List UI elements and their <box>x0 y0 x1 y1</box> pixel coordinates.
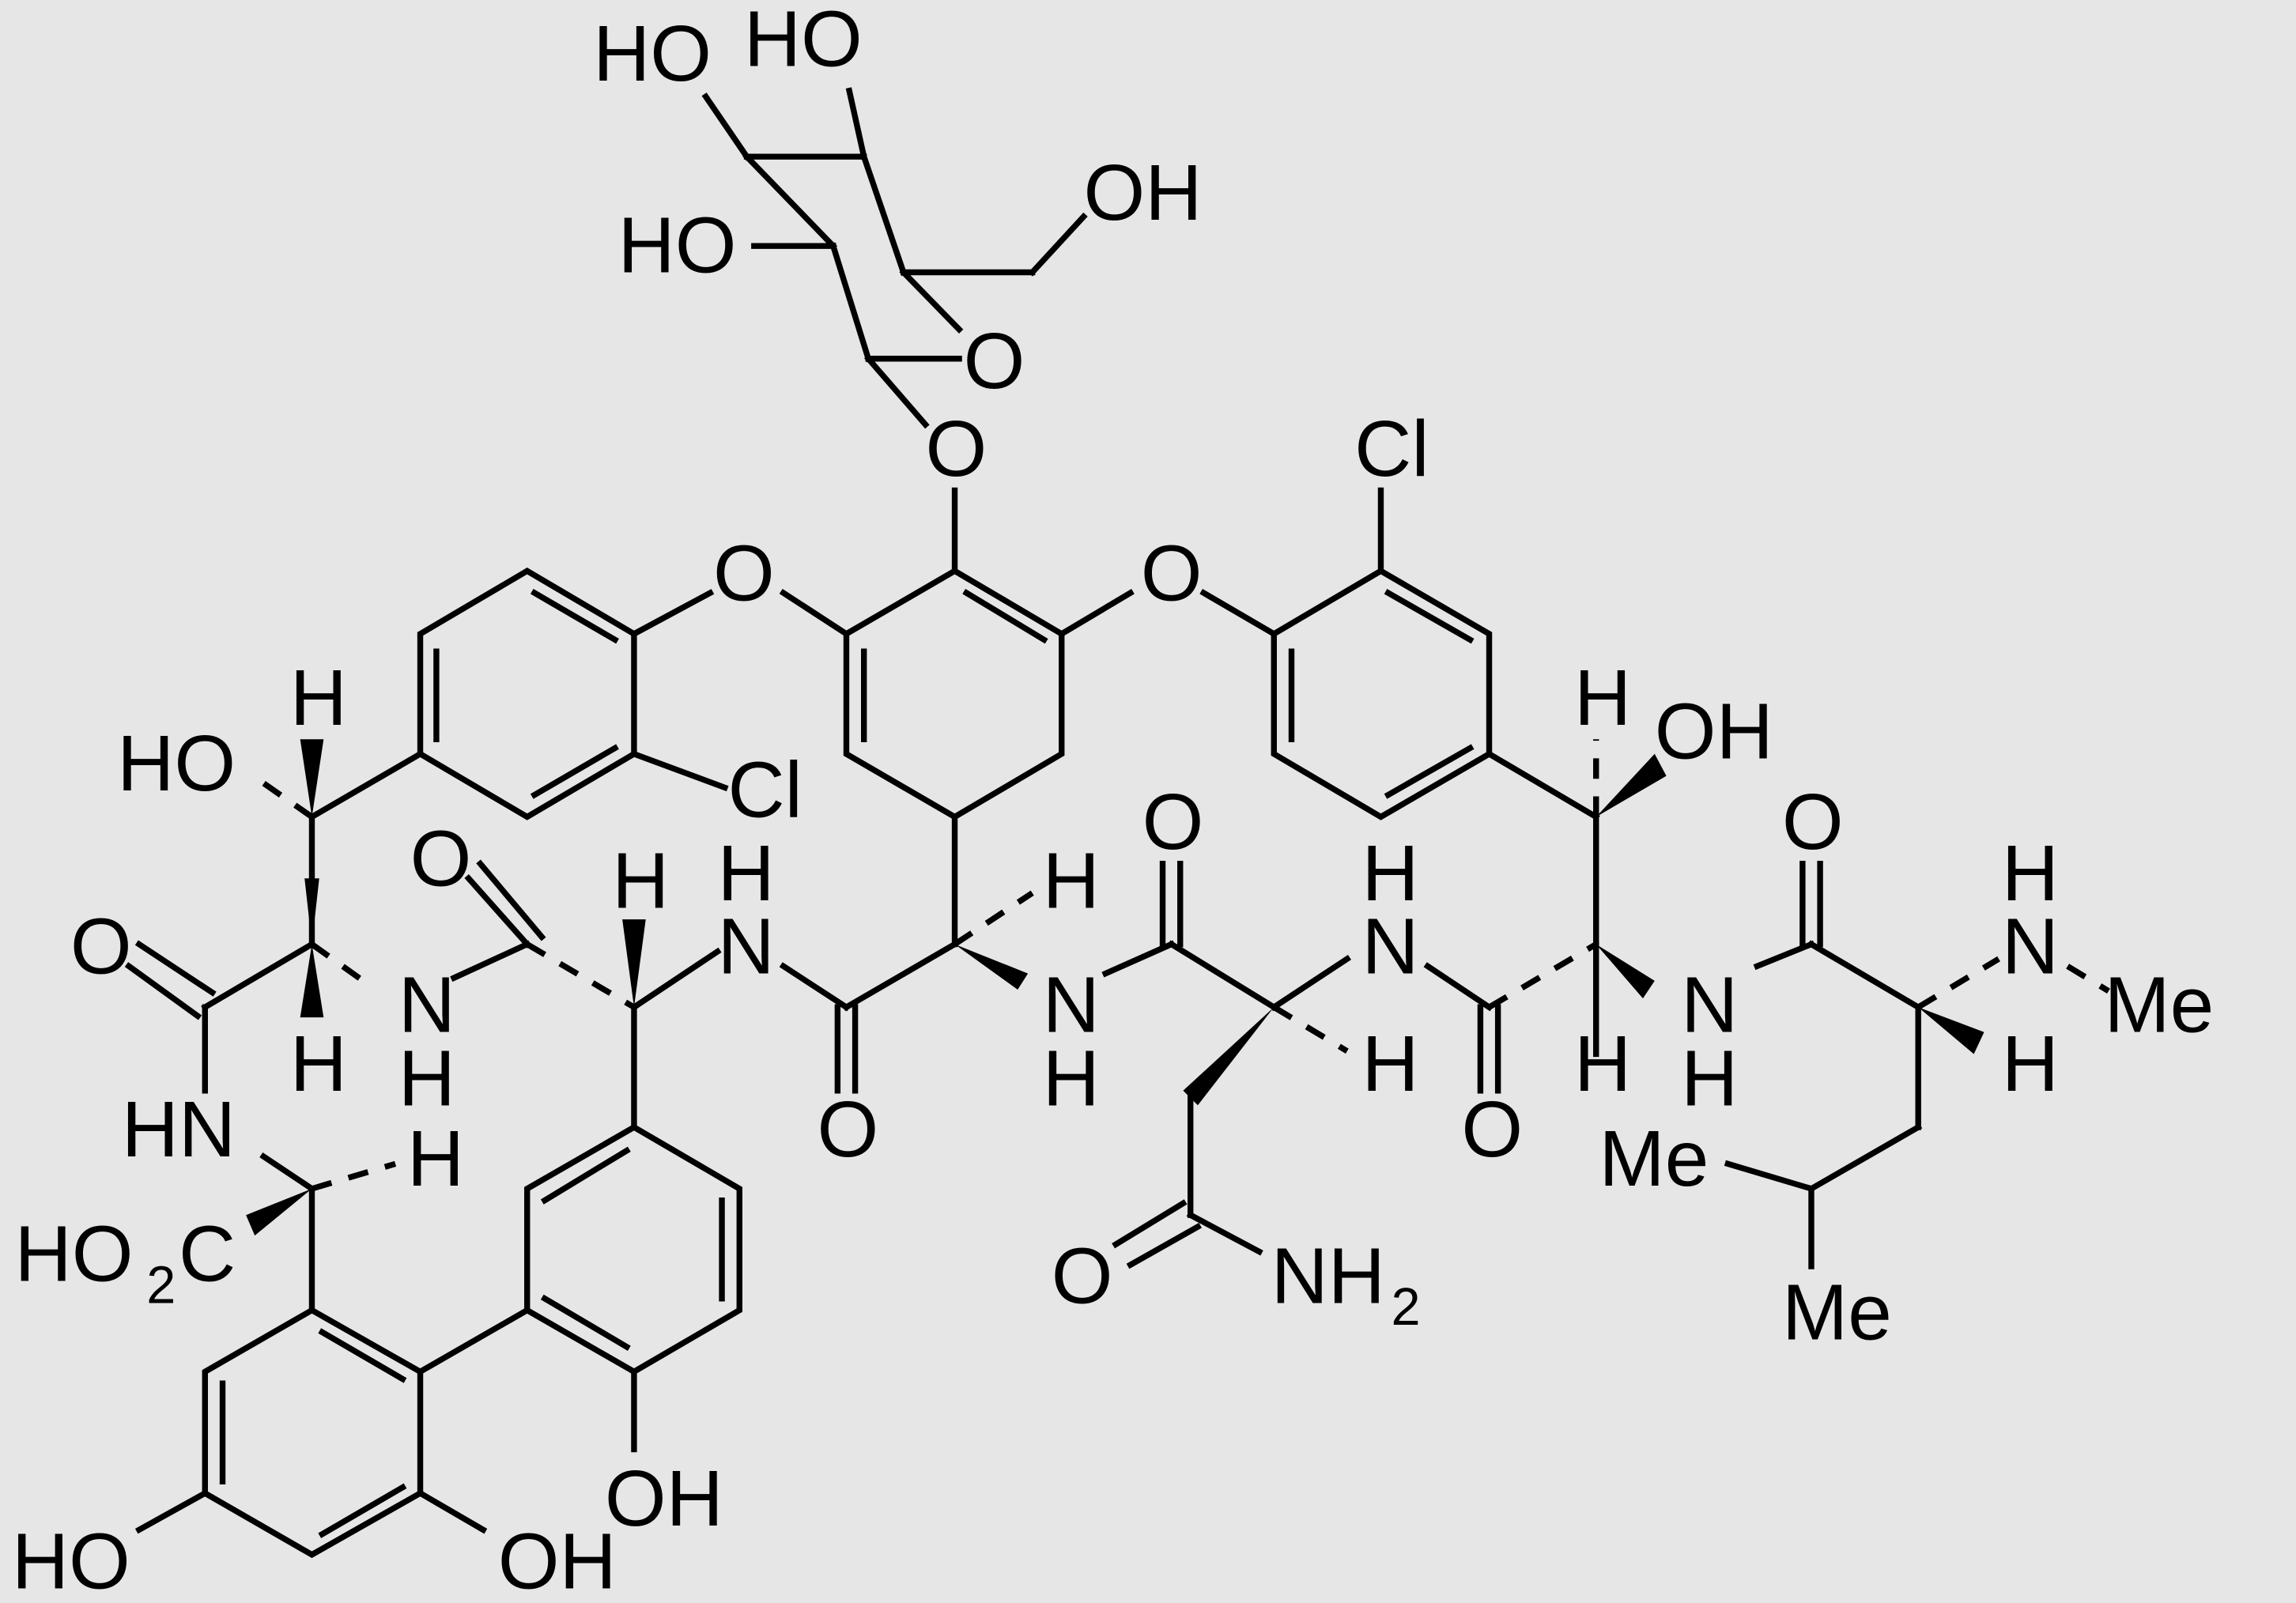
peptide-backbone <box>124 739 2110 1269</box>
label-nh5-h: H <box>1681 1034 1738 1122</box>
label-n-methyl: Me <box>2104 961 2214 1050</box>
label-h6: H <box>1574 654 1631 742</box>
label-h3: H <box>612 836 669 925</box>
label-ho-left: HO <box>117 719 236 808</box>
label-nh5-n: N <box>1681 961 1738 1050</box>
label-nh3-n: N <box>1043 961 1100 1050</box>
lower-biaryl-rings <box>134 1123 742 1559</box>
label-h5: H <box>1361 1020 1418 1108</box>
label-nh6-h: H <box>2002 829 2059 918</box>
label-nh6-n: N <box>2002 903 2059 991</box>
label-co2h-ho: HO <box>15 1210 134 1299</box>
label-h9: H <box>407 1115 464 1203</box>
label-sugar-ho1: HO <box>593 9 712 98</box>
label-o-amide2: O <box>817 1085 878 1174</box>
label-me1: Me <box>1599 1115 1709 1203</box>
right-aromatic-ring <box>1199 487 1600 821</box>
label-h2: H <box>290 1020 347 1108</box>
label-oh-bottom: OH <box>605 1454 723 1543</box>
label-sugar-ring-o: O <box>964 317 1025 405</box>
label-o-amide5: O <box>1782 778 1844 866</box>
label-oh-bottom2: OH <box>498 1517 617 1603</box>
label-o-amide3: O <box>1142 778 1204 866</box>
sugar-ring <box>701 87 1088 575</box>
label-nh2-sub: 2 <box>1391 1278 1420 1337</box>
label-glycosidic-o: O <box>925 405 987 493</box>
central-aromatic-ring <box>779 568 1135 948</box>
label-co2h-sub: 2 <box>146 1256 176 1314</box>
label-ether-o-right: O <box>1141 529 1203 617</box>
label-h8: H <box>2002 1020 2059 1108</box>
label-nh2-h: H <box>718 829 775 918</box>
label-o-asn: O <box>1052 1231 1113 1320</box>
label-co2h-c: C <box>179 1210 236 1299</box>
label-ether-o-left: O <box>713 529 775 617</box>
label-cl-left: Cl <box>727 745 802 834</box>
label-nh1-h: H <box>398 1034 455 1122</box>
label-h7: H <box>1574 1020 1631 1108</box>
label-o-amide1: O <box>410 814 472 903</box>
label-me2: Me <box>1782 1269 1892 1357</box>
label-nh2-n: N <box>718 903 775 991</box>
atom-labels: HO HO OH HO O O O O Cl Cl H HO O H N H O… <box>12 0 2214 1603</box>
label-h1: H <box>290 654 347 742</box>
label-nh3-h: H <box>1043 1034 1100 1122</box>
label-h4: H <box>1043 836 1100 925</box>
label-nh2: NH <box>1271 1231 1385 1320</box>
label-hn: HN <box>122 1085 236 1174</box>
label-oh-right: OH <box>1655 687 1773 775</box>
label-o-left: O <box>70 903 132 991</box>
label-sugar-oh: OH <box>1084 149 1203 237</box>
label-cl-top: Cl <box>1354 405 1429 493</box>
label-sugar-ho2: HO <box>744 0 863 83</box>
label-nh4-n: N <box>1361 903 1418 991</box>
left-aromatic-ring <box>308 568 729 821</box>
label-o-amide4: O <box>1461 1085 1523 1174</box>
label-ho-bottom: HO <box>12 1517 130 1603</box>
label-sugar-ho3: HO <box>618 201 737 289</box>
label-nh1-n: N <box>398 961 455 1050</box>
label-nh4-h: H <box>1361 829 1418 918</box>
